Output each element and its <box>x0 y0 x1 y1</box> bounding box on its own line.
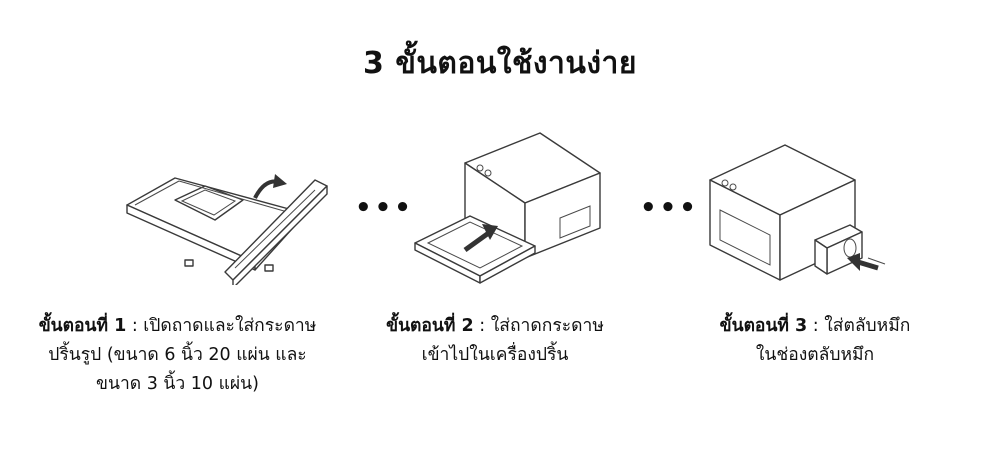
step3-illustration-insert-cartridge <box>700 140 890 290</box>
step2-caption: ขั้นตอนที่ 2 : ใส่ถาดกระดาษ เข้าไปในเครื… <box>345 312 645 370</box>
step1-text-3: ขนาด 3 นิ้ว 10 แผ่น) <box>96 374 259 394</box>
step3-text-1: : ใส่ตลับหมึก <box>807 316 911 336</box>
step1-label: ขั้นตอนที่ 1 <box>38 316 127 336</box>
step3-caption: ขั้นตอนที่ 3 : ใส่ตลับหมึก ในช่องตลับหมึ… <box>675 312 955 370</box>
step2-illustration-insert-tray <box>410 128 610 288</box>
step1-caption: ขั้นตอนที่ 1 : เปิดถาดและใส่กระดาษ ปริ้น… <box>10 312 345 399</box>
step3-text-2: ในช่องตลับหมึก <box>755 345 875 365</box>
separator-dots-2: ••• <box>640 193 699 223</box>
step2-label: ขั้นตอนที่ 2 <box>386 316 474 336</box>
step3-label: ขั้นตอนที่ 3 <box>719 316 808 336</box>
step1-text-2: ปริ้นรูป (ขนาด 6 นิ้ว 20 แผ่น และ <box>48 345 307 365</box>
step1-illustration-tray-open <box>115 150 335 285</box>
separator-dots-1: ••• <box>355 193 414 223</box>
page-title: 3 ขั้นตอนใช้งานง่าย <box>363 46 637 81</box>
step2-text-1: : ใส่ถาดกระดาษ <box>473 316 604 336</box>
step1-text-1: : เปิดถาดและใส่กระดาษ <box>126 316 317 336</box>
step2-text-2: เข้าไปในเครื่องปริ้น <box>421 345 569 365</box>
